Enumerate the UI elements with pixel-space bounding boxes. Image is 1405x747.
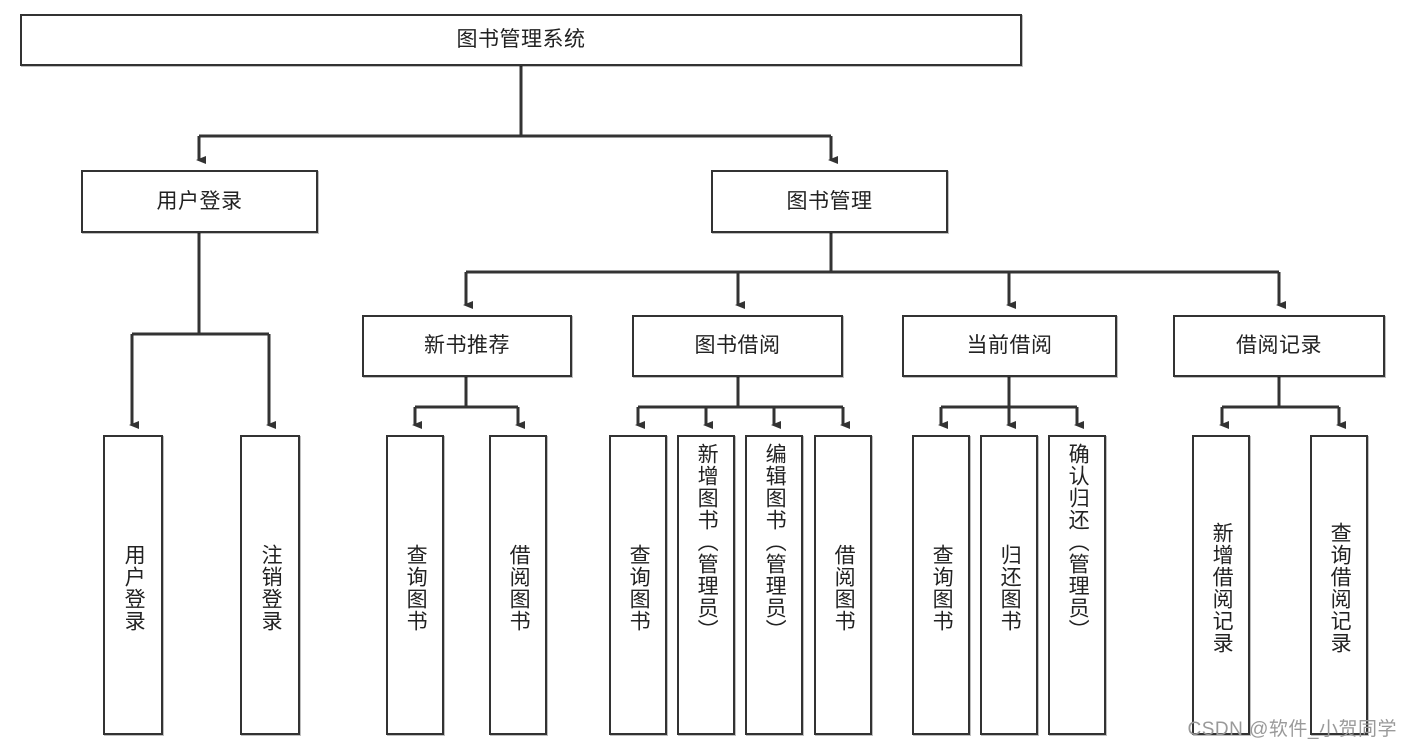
node-label: 查询图书 xyxy=(627,544,651,632)
node-label: 查询借阅记录 xyxy=(1328,522,1352,654)
node-leaf-borrow-book-recommend[interactable]: 借阅图书 xyxy=(489,435,547,735)
node-label: 确认归还（管理员） xyxy=(1066,443,1090,641)
node-label: 借阅记录 xyxy=(1236,334,1322,358)
node-borrow-record[interactable]: 借阅记录 xyxy=(1173,315,1385,377)
node-leaf-return-book[interactable]: 归还图书 xyxy=(980,435,1038,735)
node-label: 新增借阅记录 xyxy=(1210,522,1234,654)
node-label: 当前借阅 xyxy=(966,334,1053,358)
node-label: 图书借阅 xyxy=(694,334,781,358)
node-label: 借阅图书 xyxy=(832,544,856,632)
node-leaf-query-book-recommend[interactable]: 查询图书 xyxy=(386,435,444,735)
node-leaf-confirm-return-admin[interactable]: 确认归还（管理员） xyxy=(1048,435,1106,735)
node-label: 图书管理 xyxy=(786,189,873,213)
node-label: 查询图书 xyxy=(930,544,954,632)
node-label: 注销登录 xyxy=(259,544,283,632)
node-label: 新增图书（管理员） xyxy=(695,443,719,641)
node-label: 编辑图书（管理员） xyxy=(763,443,787,641)
node-leaf-add-borrow-record[interactable]: 新增借阅记录 xyxy=(1192,435,1250,735)
node-leaf-query-borrow-record[interactable]: 查询借阅记录 xyxy=(1310,435,1368,735)
node-root-system[interactable]: 图书管理系统 xyxy=(20,14,1022,66)
node-leaf-query-book-borrow[interactable]: 查询图书 xyxy=(609,435,667,735)
node-leaf-borrow-book[interactable]: 借阅图书 xyxy=(814,435,872,735)
node-label: 归还图书 xyxy=(998,544,1022,632)
node-leaf-edit-book-admin[interactable]: 编辑图书（管理员） xyxy=(745,435,803,735)
node-leaf-user-login[interactable]: 用户登录 xyxy=(103,435,163,735)
node-label: 用户登录 xyxy=(122,544,146,632)
node-label: 查询图书 xyxy=(404,544,428,632)
node-book-management[interactable]: 图书管理 xyxy=(711,170,948,233)
node-label: 用户登录 xyxy=(156,189,243,213)
node-new-book-recommend[interactable]: 新书推荐 xyxy=(362,315,572,377)
node-label: 新书推荐 xyxy=(424,334,510,358)
node-leaf-logout[interactable]: 注销登录 xyxy=(240,435,300,735)
node-leaf-query-book-current[interactable]: 查询图书 xyxy=(912,435,970,735)
node-label: 图书管理系统 xyxy=(456,28,586,52)
node-user-login[interactable]: 用户登录 xyxy=(81,170,318,233)
node-current-borrow[interactable]: 当前借阅 xyxy=(902,315,1117,377)
node-label: 借阅图书 xyxy=(507,544,531,632)
node-book-borrow[interactable]: 图书借阅 xyxy=(632,315,843,377)
node-leaf-add-book-admin[interactable]: 新增图书（管理员） xyxy=(677,435,735,735)
